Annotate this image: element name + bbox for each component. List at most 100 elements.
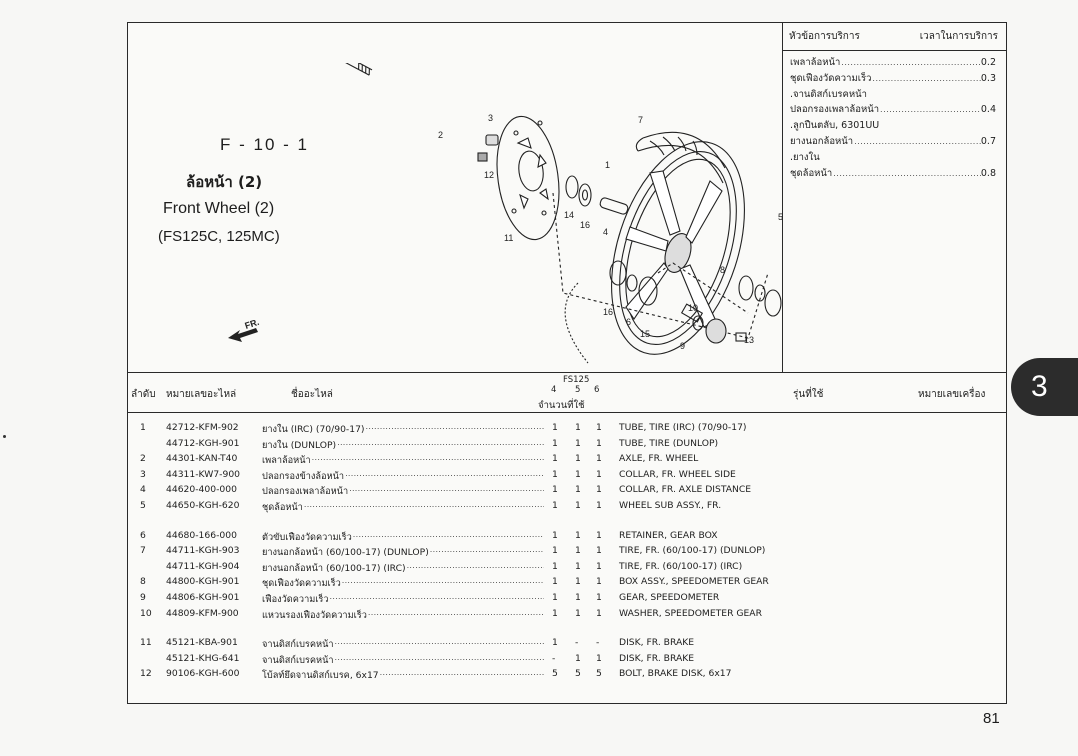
collar-part (485, 134, 499, 146)
washer-part (764, 289, 782, 317)
part-name-thai-text: เฟืองวัดความเร็ว (262, 591, 330, 607)
svg-text:8: 8 (720, 265, 725, 275)
part-name-thai: ยางนอกล้อหน้า (60/100-17) (IRC) (262, 560, 544, 576)
part-name-thai-text: ยางใน (DUNLOP) (262, 437, 338, 453)
part-name-english: DISK, FR. BRAKE (619, 637, 695, 649)
part-name-thai: จานดิสก์เบรคหน้า (262, 652, 544, 668)
part-name-thai: ตัวขับเฟืองวัดความเร็ว (262, 529, 544, 545)
qty-4: 1 (552, 437, 558, 449)
qty-6: 1 (596, 422, 602, 433)
qty-6: 1 (596, 529, 602, 541)
bolt-part (477, 152, 488, 162)
part-number: 42712-KFM-902 (166, 422, 239, 433)
item-number: 12 (140, 668, 152, 680)
part-name-thai: ยางใน (DUNLOP) (262, 437, 544, 453)
qty-6: 1 (596, 560, 602, 572)
item-number: 10 (140, 607, 152, 619)
service-row: ปลอกรองเพลาล้อหน้า0.4 (790, 102, 996, 118)
qty-4: 1 (552, 453, 558, 465)
callout-numbers: 2 3 12 11 14 16 4 1 7 5 (438, 113, 783, 243)
part-name-thai-text: ชุดเฟืองวัดความเร็ว (262, 576, 342, 592)
part-name-thai: ชุดล้อหน้า (262, 499, 544, 515)
part-name-thai-text: ยางนอกล้อหน้า (60/100-17) (IRC) (262, 560, 407, 576)
part-name-thai: โบ้ลท์ยึดจานดิสก์เบรค, 6x17 (262, 668, 544, 684)
part-number: 90106-KGH-600 (166, 668, 240, 680)
part-name-english: AXLE, FR. WHEEL (619, 453, 699, 465)
part-name-english: TIRE, FR. (60/100-17) (DUNLOP) (619, 545, 766, 557)
dot-leader (871, 74, 980, 83)
service-item-label: .จานดิสก์เบรคหน้า (790, 88, 867, 100)
part-name-thai: ชุดเฟืองวัดความเร็ว (262, 576, 544, 592)
part-name-thai-text: แหวนรองเฟืองวัดความเร็ว (262, 607, 368, 623)
item-number: 5 (140, 499, 146, 511)
svg-text:9: 9 (680, 341, 685, 351)
dot-leader (840, 58, 981, 67)
service-item-label: ชุดเฟืองวัดความเร็ว (790, 72, 872, 84)
dot-leader (853, 137, 981, 146)
page-frame: F - 10 - 1 ล้อหน้า (2) Front Wheel (2) (… (127, 22, 1007, 704)
item-number: 9 (140, 591, 146, 603)
qty-4: - (552, 652, 556, 664)
table-row: 644680-166-000ตัวขับเฟืองวัดความเร็ว111R… (128, 529, 1006, 545)
service-row: ชุดเฟืองวัดความเร็ว 0.3 (790, 71, 996, 87)
part-name-thai-text: โบ้ลท์ยึดจานดิสก์เบรค, 6x17 (262, 668, 380, 684)
qty-5: 1 (575, 576, 581, 588)
qty-6: 1 (596, 591, 602, 603)
qty-5: - (575, 637, 579, 649)
part-number: 44620-400-000 (166, 484, 237, 496)
distance-collar-part (599, 197, 629, 215)
service-row: .จานดิสก์เบรคหน้า (790, 87, 996, 103)
part-name-thai: แหวนรองเฟืองวัดความเร็ว (262, 607, 544, 623)
part-number: 44806-KGH-901 (166, 591, 240, 603)
svg-text:2: 2 (438, 130, 443, 140)
qty-4: 1 (552, 422, 558, 433)
table-row: 1044809-KFM-900แหวนรองเฟืองวัดความเร็ว11… (128, 607, 1006, 623)
service-item-label: .ยางใน (790, 151, 820, 163)
part-name-thai-text: จานดิสก์เบรคหน้า (262, 652, 335, 668)
speedometer-gearbox-drawing: 16 6 15 10 8 9 13 (603, 260, 754, 351)
qty-5: 1 (575, 607, 581, 619)
part-name-thai: ปลอกรองเพลาล้อหน้า (262, 484, 544, 500)
qty-5: 1 (575, 437, 581, 449)
item-number: 3 (140, 468, 146, 480)
svg-text:6: 6 (626, 317, 631, 327)
service-time-value: 0.4 (980, 104, 996, 116)
page-mark (3, 435, 6, 438)
part-number: 45121-KBA-901 (166, 637, 238, 649)
table-row: 444620-400-000ปลอกรองเพลาล้อหน้า111COLLA… (128, 483, 1006, 500)
qty-6: 1 (596, 652, 602, 664)
qty-4: 5 (552, 668, 558, 680)
service-row: .ยางใน (790, 150, 996, 166)
column-qty-4: 4 (551, 385, 557, 395)
item-number: 8 (140, 576, 146, 588)
axle-bolt-part (308, 63, 373, 76)
svg-text:4: 4 (603, 227, 608, 237)
qty-6: 1 (596, 437, 602, 449)
table-row: 12 90106-KGH-600 โบ้ลท์ยึดจานดิสก์เบรค, 6x… (128, 667, 1006, 684)
column-part-name: ชื่ออะไหล่ (291, 389, 333, 400)
qty-4: 1 (552, 607, 558, 619)
svg-text:13: 13 (744, 335, 754, 345)
part-name-english: DISK, FR. BRAKE (619, 652, 695, 664)
service-item-label: ยางนอกล้อหน้า (790, 135, 854, 147)
part-name-english: TIRE, FR. (60/100-17) (IRC) (619, 560, 743, 572)
qty-4: 1 (552, 529, 558, 541)
table-row: 344311-KW7-900ปลอกรองข้างล้อหน้า111COLLA… (128, 468, 1006, 484)
part-name-thai-text: เพลาล้อหน้า (262, 453, 312, 469)
part-number: 45121-KHG-641 (166, 652, 240, 664)
qty-6: 1 (596, 576, 602, 588)
service-time-value: 0.3 (980, 72, 996, 84)
qty-6: 1 (596, 453, 602, 465)
qty-5: 1 (575, 591, 581, 603)
svg-text:11: 11 (504, 233, 513, 243)
part-number: 44711-KGH-904 (166, 560, 240, 572)
figure-code: F - 10 - 1 (220, 135, 309, 154)
part-name-english: TUBE, TIRE (IRC) (70/90-17) (619, 422, 747, 433)
service-row: เพลาล้อหน้า0.2 (790, 55, 996, 71)
column-model-group: FS125 (563, 375, 590, 385)
part-number: 44311-KW7-900 (166, 468, 241, 480)
qty-5: 1 (575, 499, 581, 511)
